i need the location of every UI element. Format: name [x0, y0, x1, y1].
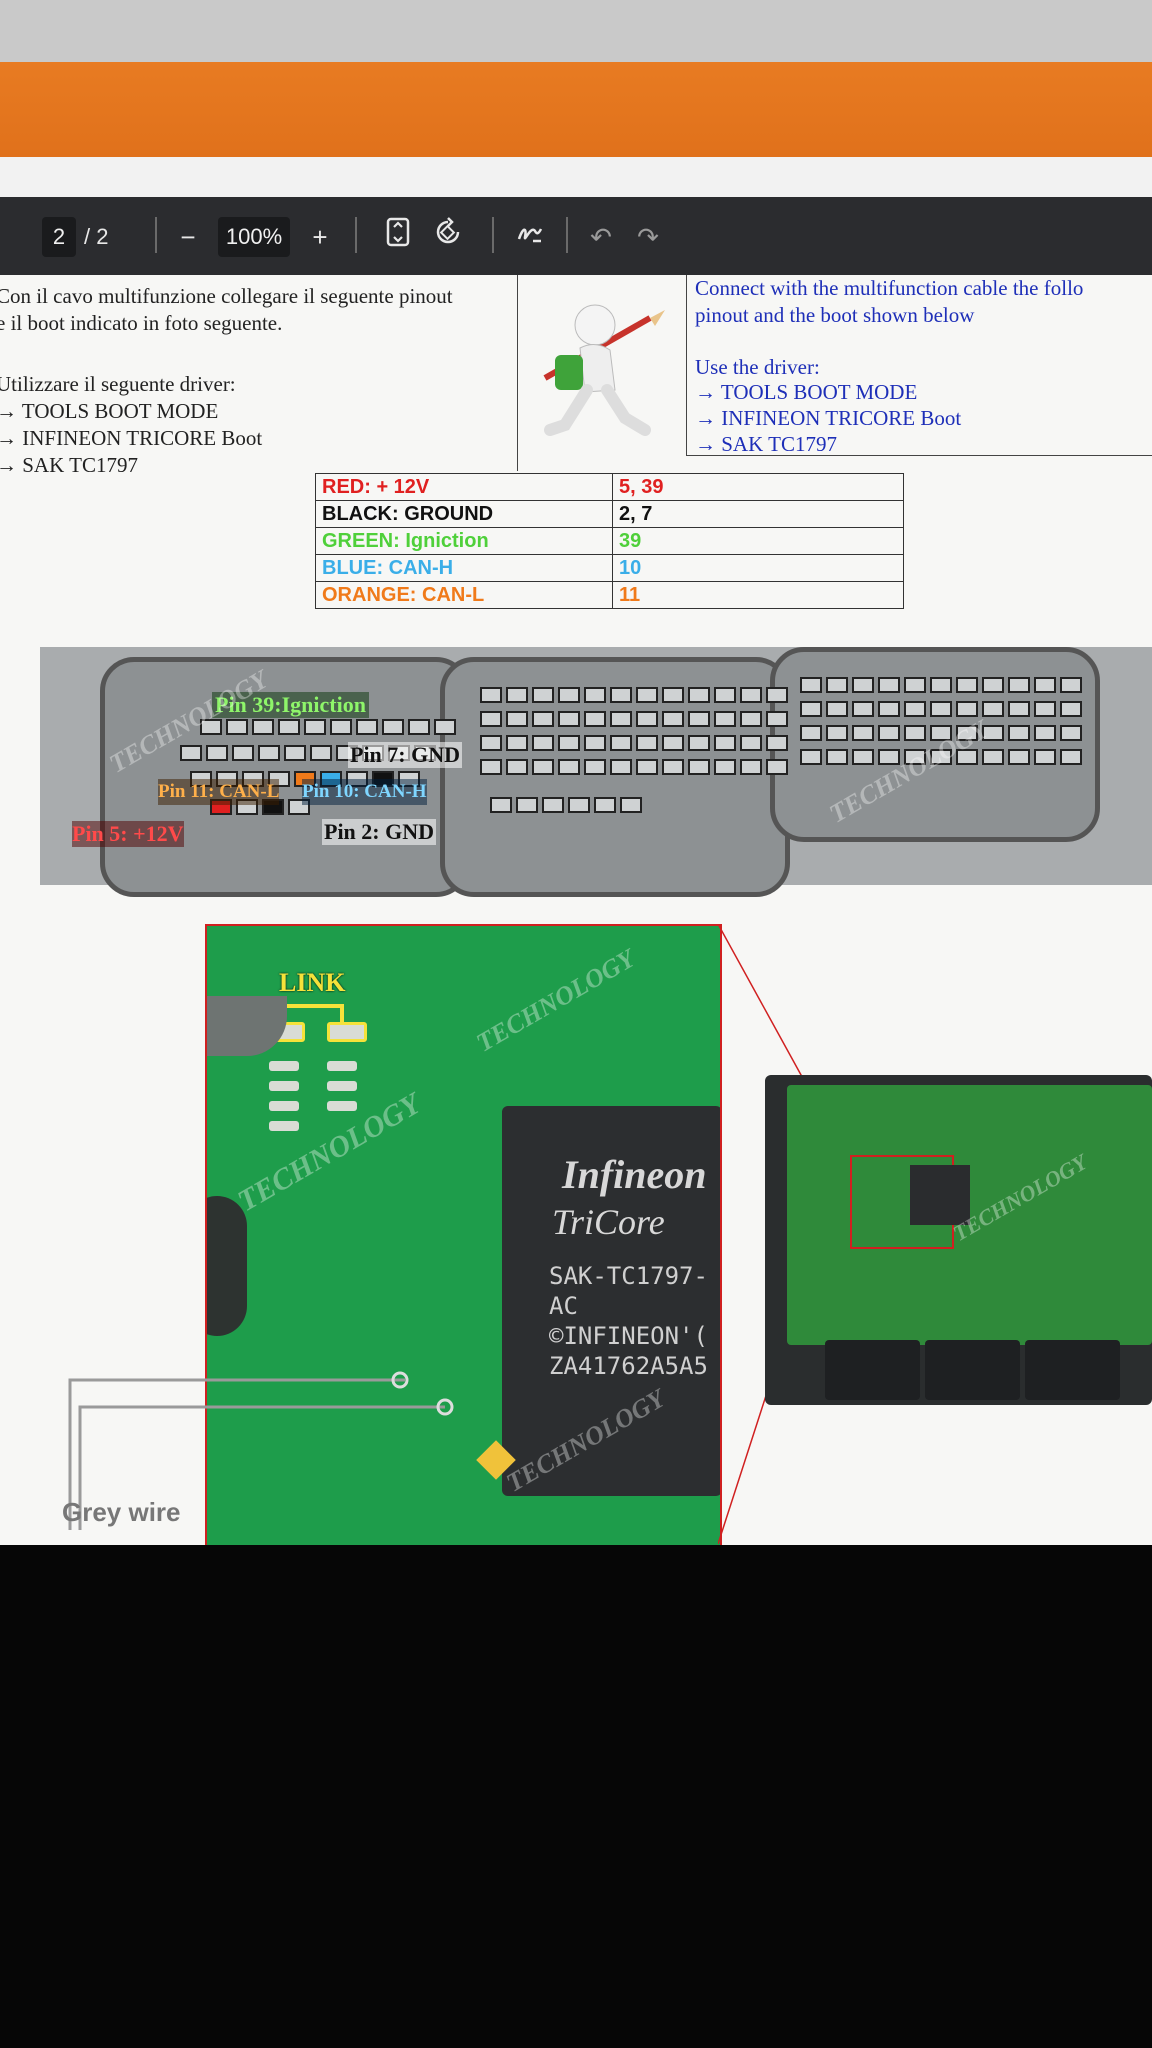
pin-row: [480, 735, 788, 751]
intro-en-line: → INFINEON TRICORE Boot: [695, 406, 962, 430]
toolbar-divider: [355, 217, 357, 253]
redo-button[interactable]: ↷: [637, 222, 659, 252]
pin-7-label: Pin 7: GND: [348, 742, 462, 768]
site-header-bar: [0, 62, 1152, 157]
smd-pad: [327, 1081, 357, 1091]
browser-top-area: [0, 0, 1152, 62]
link-label: LINK: [279, 968, 346, 997]
intro-it-line: Utilizzare il seguente driver:: [0, 372, 236, 396]
intro-en-line: → TOOLS BOOT MODE: [695, 380, 918, 404]
ecu-connector: [825, 1340, 920, 1400]
mount-hole: [207, 996, 287, 1056]
pin-5-label: Pin 5: +12V: [72, 821, 184, 847]
pinout-label: RED: + 12V: [315, 473, 613, 501]
intro-en-line: Use the driver:: [695, 355, 820, 379]
pin-10-label: Pin 10: CAN-H: [302, 779, 427, 805]
undo-button[interactable]: ↶: [590, 222, 612, 252]
pinout-label: GREEN: Igniction: [315, 527, 613, 555]
table-border: [517, 275, 518, 471]
page-total: / 2: [84, 224, 109, 249]
chip-marking-line: SAK-TC1797-: [549, 1262, 708, 1290]
intro-it-line: → TOOLS BOOT MODE: [0, 399, 219, 423]
grey-wire-lines: [68, 1371, 454, 1530]
pin-row: [480, 687, 788, 703]
pinout-pins: 10: [612, 554, 904, 582]
pin-row: [800, 749, 1082, 765]
pinout-pins: 5, 39: [612, 473, 904, 501]
pcb-closeup-photo: Infineon TriCore SAK-TC1797- AC ©INFINEO…: [205, 924, 722, 1545]
chip-family: TriCore: [552, 1202, 665, 1242]
toolbar-divider: [155, 217, 157, 253]
pin-row: [480, 711, 788, 727]
ecu-chip: [910, 1165, 970, 1225]
pdf-page: Con il cavo multifunzione collegare il s…: [0, 275, 1152, 1545]
rotate-icon[interactable]: [430, 217, 466, 258]
link-pad: [327, 1022, 367, 1042]
page-gap: [0, 157, 1152, 197]
intro-en-line: Connect with the multifunction cable the…: [695, 276, 1084, 300]
pin-row: [800, 677, 1082, 693]
connector-photo: Pin 39:Igniction Pin 7: GND Pin 11: CAN-…: [40, 647, 1152, 897]
intro-en-line: → SAK TC1797: [695, 432, 837, 456]
table-border: [686, 455, 1152, 456]
watermark: TECHNOLOGY: [471, 943, 640, 1058]
zoom-in-button[interactable]: +: [312, 222, 328, 252]
toolbar-divider: [566, 217, 568, 253]
pin-row: [800, 725, 1082, 741]
pin-row: [200, 719, 456, 735]
chip-marking-line: ZA41762A5A5: [549, 1352, 708, 1380]
pdf-toolbar: 2 / 2 − 100% + ↶ ↷: [0, 197, 1152, 275]
pin-2-label: Pin 2: GND: [322, 819, 436, 845]
intro-en-line: pinout and the boot shown below: [695, 303, 975, 327]
toolbar-divider: [492, 217, 494, 253]
intro-it-line: e il boot indicato in foto seguente.: [0, 311, 283, 335]
pin-39-label: Pin 39:Igniction: [212, 692, 369, 718]
monitor-bezel: [0, 1545, 1152, 2048]
chip-marking-line: ©INFINEON'(: [549, 1322, 708, 1350]
smd-pad: [269, 1101, 299, 1111]
running-man-illustration: [525, 290, 675, 450]
ecu-connector: [925, 1340, 1020, 1400]
table-border: [686, 275, 687, 455]
pinout-pins: 39: [612, 527, 904, 555]
chip-marking-line: AC: [549, 1292, 578, 1320]
pinout-pins: 2, 7: [612, 500, 904, 528]
chip-marking: SAK-TC1797- AC ©INFINEON'( ZA41762A5A5: [549, 1261, 708, 1381]
chip-brand: Infineon: [562, 1152, 707, 1197]
pin-row: [800, 701, 1082, 717]
tricore-chip: [502, 1106, 720, 1496]
page-number-input[interactable]: 2: [42, 217, 76, 257]
fit-page-icon[interactable]: [380, 217, 416, 258]
board-cutout: [207, 1196, 247, 1336]
intro-it-line: Con il cavo multifunzione collegare il s…: [0, 284, 453, 308]
intro-it-line: → INFINEON TRICORE Boot: [0, 426, 263, 450]
smd-pad: [269, 1121, 299, 1131]
grey-wire-label: Grey wire: [62, 1497, 181, 1527]
smd-pad: [327, 1101, 357, 1111]
pinout-pins: 11: [612, 581, 904, 609]
ecu-connector: [1025, 1340, 1120, 1400]
pin-row: [490, 797, 642, 813]
smd-pad: [327, 1061, 357, 1071]
annotate-pen-icon[interactable]: [512, 217, 548, 258]
smd-pad: [269, 1081, 299, 1091]
pin-11-label: Pin 11: CAN-L: [158, 779, 280, 805]
smd-pad: [269, 1061, 299, 1071]
pinout-label: ORANGE: CAN-L: [315, 581, 613, 609]
pinout-label: BLUE: CAN-H: [315, 554, 613, 582]
zoom-out-button[interactable]: −: [180, 222, 196, 252]
intro-it-line: → SAK TC1797: [0, 453, 138, 477]
ecu-board-photo: TECHNOLOGY: [765, 1075, 1152, 1405]
pinout-label: BLACK: GROUND: [315, 500, 613, 528]
pin-row: [480, 759, 788, 775]
zoom-level-input[interactable]: 100%: [218, 217, 290, 257]
